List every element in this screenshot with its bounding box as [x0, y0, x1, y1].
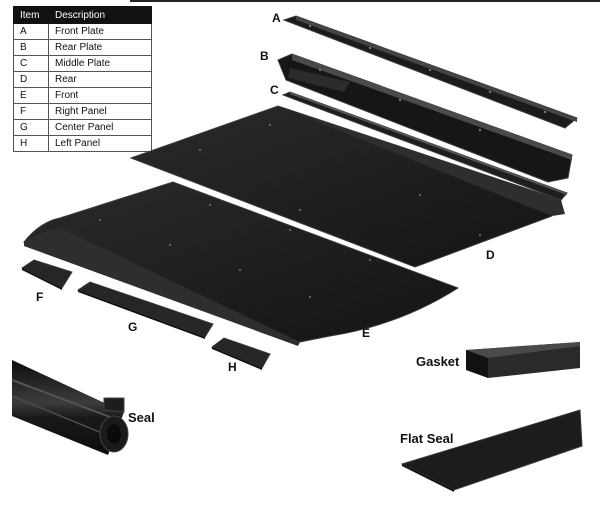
part-d-rear-panel [129, 105, 565, 268]
part-g-center-panel [76, 281, 214, 339]
callout-a: A [272, 11, 281, 25]
gasket-profile [466, 342, 580, 378]
legend-header-description: Description [48, 6, 152, 24]
callout-g: G [128, 320, 137, 334]
top-rule [130, 0, 600, 2]
part-e-front-panel [23, 181, 460, 346]
part-a-front-plate [282, 15, 578, 129]
callout-flat-seal: Flat Seal [400, 431, 453, 446]
callout-c: C [270, 83, 279, 97]
callout-b: B [260, 49, 269, 63]
callout-seal: Seal [128, 410, 155, 425]
callout-f: F [36, 290, 43, 304]
part-c-middle-plate [281, 91, 568, 201]
part-f-right-panel [21, 259, 73, 290]
callout-h: H [228, 360, 237, 374]
flat-seal-profile [400, 409, 583, 492]
legend-header-item: Item [13, 6, 49, 24]
legend-description: Left Panel [48, 135, 152, 152]
callout-d: D [486, 248, 495, 262]
part-b-rear-plate [277, 53, 573, 183]
callout-e: E [362, 326, 370, 340]
callout-gasket: Gasket [416, 354, 460, 369]
seal-profile [11, 360, 129, 455]
part-h-left-panel [211, 337, 271, 370]
legend-header-row: Item Description [13, 6, 152, 24]
